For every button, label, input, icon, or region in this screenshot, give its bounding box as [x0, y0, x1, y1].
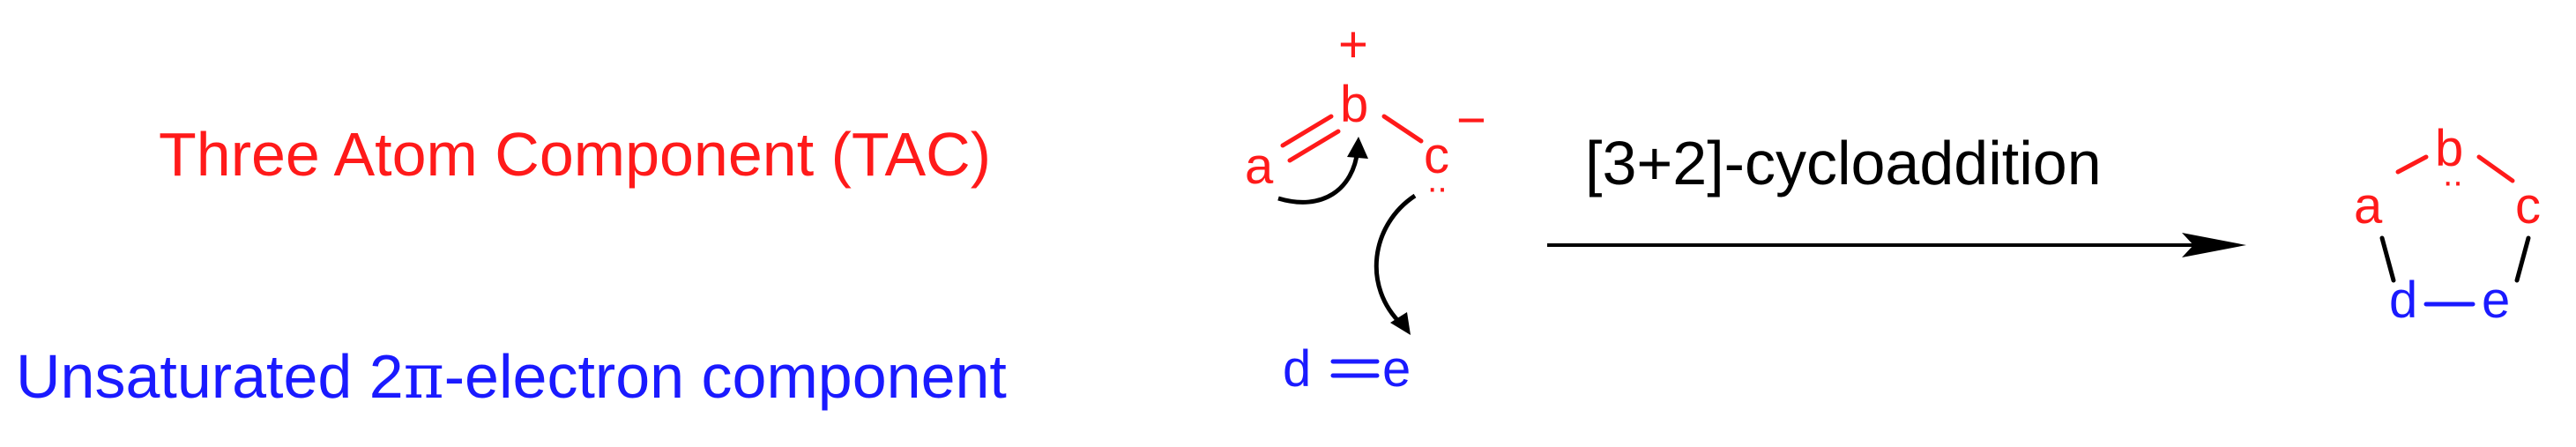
- tac-charge-plus: +: [1338, 16, 1368, 73]
- tac-atom-a: a: [1245, 138, 1274, 195]
- curved-arrow-c-to-de: [1374, 193, 1417, 326]
- reaction-arrow-head: [2182, 233, 2246, 257]
- product-atom-b: b: [2435, 120, 2464, 177]
- unsaturated-suffix: -electron component: [443, 342, 1007, 411]
- curved-arrow-c-to-de-head: [1390, 312, 1411, 335]
- product-atom-a: a: [2354, 177, 2383, 235]
- tac-lone-pair: ··: [1426, 168, 1448, 207]
- unsaturated-prefix: Unsaturated 2: [16, 342, 404, 411]
- tac-label: Three Atom Component (TAC): [159, 120, 992, 189]
- tac-atom-b: b: [1340, 76, 1369, 133]
- bond-p-a-d: [2379, 235, 2396, 283]
- reaction-label: [3+2]-cycloaddition: [1585, 129, 2102, 197]
- bond-a-b-1: [1280, 114, 1334, 148]
- curved-arrow-a-to-b: [1277, 149, 1360, 205]
- bond-a-b-2: [1287, 129, 1341, 163]
- dipolarophile-atom-d: d: [1283, 340, 1312, 398]
- product-atom-e: e: [2482, 272, 2511, 329]
- curved-arrow-a-to-b-head: [1347, 137, 1368, 159]
- product-lone-pair: ··: [2442, 162, 2464, 201]
- product-atom-d: d: [2389, 272, 2418, 329]
- product-atom-c: c: [2515, 177, 2541, 235]
- tac-bonds: [1280, 114, 1424, 163]
- product-bonds: [2379, 154, 2531, 307]
- bond-p-c-e: [2514, 235, 2531, 283]
- pi-symbol: π: [403, 340, 444, 413]
- tac-charge-minus: −: [1456, 92, 1486, 149]
- unsaturated-label: Unsaturated 2π-electron component: [16, 346, 1007, 407]
- tac-atom-c: c: [1424, 127, 1449, 184]
- bond-b-c: [1381, 114, 1424, 144]
- bond-p-a-b: [2395, 154, 2429, 175]
- dipolarophile-atom-e: e: [1382, 340, 1411, 398]
- dipolarophile-bond: [1330, 359, 1380, 378]
- bond-p-b-c: [2476, 154, 2515, 183]
